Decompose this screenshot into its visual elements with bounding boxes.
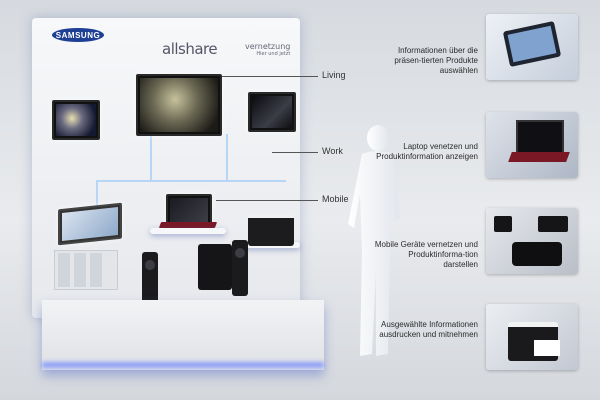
- base-glow: [42, 362, 324, 368]
- living-tv: [136, 74, 222, 136]
- network-line: [96, 180, 98, 206]
- panel-4-description: Ausgewählte Informationen ausdrucken und…: [379, 320, 478, 339]
- headline-text: vernetzung: [245, 42, 291, 51]
- network-line: [226, 134, 228, 182]
- network-line: [96, 180, 286, 182]
- allshare-logo: allshare: [162, 40, 218, 58]
- subwoofer: [198, 244, 232, 290]
- printer-photo: [486, 304, 578, 370]
- laptop-photo: [486, 112, 578, 178]
- printer: [248, 214, 294, 246]
- living-callout-line: [222, 76, 318, 77]
- laptop-screen: [166, 194, 212, 226]
- mobile-label: Mobile: [322, 194, 349, 204]
- tablet-display: [58, 202, 122, 246]
- panel-2-description: Laptop venetzen und Produktinformation a…: [376, 142, 478, 161]
- panel-1-description: Informationen über die präsen-tierten Pr…: [394, 46, 478, 75]
- small-tv-left: [52, 100, 100, 140]
- mobile-devices-photo: [486, 208, 578, 274]
- laptop-shelf: [150, 228, 226, 234]
- speaker-right: [232, 240, 248, 296]
- work-monitor: [248, 92, 296, 132]
- subline-text: Hier und jetzt: [256, 51, 291, 57]
- person-silhouette: [348, 125, 400, 356]
- network-line: [150, 134, 152, 182]
- tablet-touch-photo: [486, 14, 578, 80]
- samsung-logo: SAMSUNG: [52, 28, 104, 42]
- living-label: Living: [322, 70, 346, 80]
- work-callout-line: [272, 152, 318, 153]
- work-label: Work: [322, 146, 343, 156]
- mobile-callout-line: [216, 200, 318, 201]
- stand-headline: vernetzung Hier und jetzt: [245, 42, 290, 57]
- stand-base: [42, 300, 324, 370]
- panel-3-description: Mobile Geräte vernetzen und Produktinfor…: [374, 240, 478, 269]
- control-panel: [54, 250, 118, 290]
- speaker-left: [142, 252, 158, 304]
